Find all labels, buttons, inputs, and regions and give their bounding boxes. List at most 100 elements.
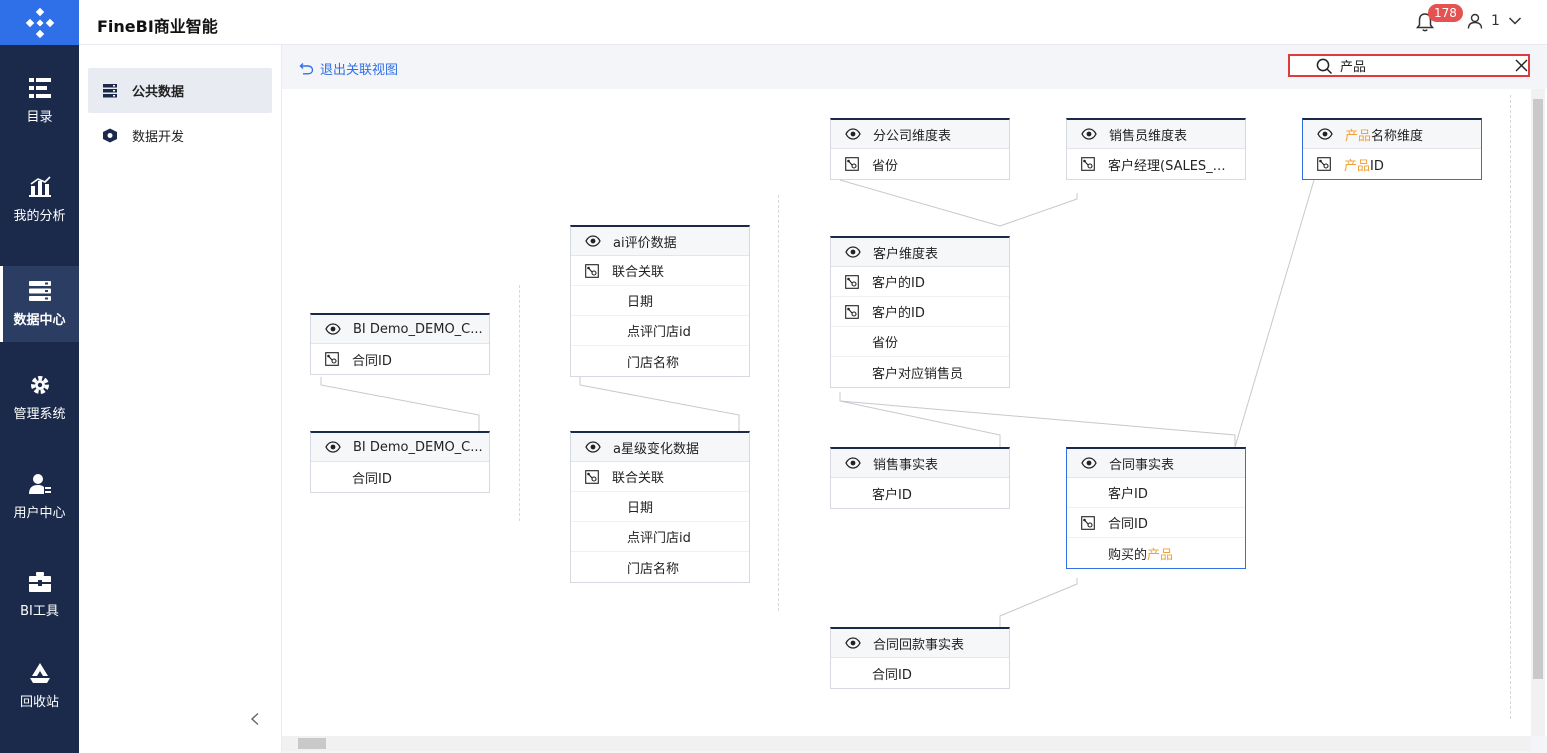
nav-item-admin-system[interactable]: 管理系统 <box>0 360 79 436</box>
search-box[interactable] <box>1288 54 1530 77</box>
eye-icon[interactable] <box>845 637 861 649</box>
clear-search-icon[interactable] <box>1515 59 1528 72</box>
table-field[interactable]: 日期 <box>571 492 749 522</box>
table-card[interactable]: BI Demo_DEMO_C... 合同ID <box>310 313 490 375</box>
relation-field-icon <box>845 157 859 171</box>
table-card[interactable]: 客户维度表 客户的ID 客户的ID 省份 客户对应销售员 <box>830 236 1010 388</box>
table-card[interactable]: a星级变化数据 联合关联 日期 点评门店id 门店名称 <box>570 431 750 583</box>
table-card[interactable]: 销售员维度表 客户经理(SALES_… <box>1066 118 1246 180</box>
field-name: 购买的产品 <box>1108 544 1173 563</box>
table-field[interactable]: 点评门店id <box>571 316 749 346</box>
table-field[interactable]: 购买的产品 <box>1067 538 1245 568</box>
table-field[interactable]: 合同ID <box>311 462 489 492</box>
eye-icon[interactable] <box>845 457 861 469</box>
nav-item-my-analysis[interactable]: 我的分析 <box>0 162 79 238</box>
table-card-header[interactable]: 销售员维度表 <box>1067 120 1245 149</box>
table-field[interactable]: 客户的ID <box>831 267 1009 297</box>
vertical-scrollbar-thumb[interactable] <box>1533 99 1543 679</box>
field-name: 客户ID <box>1108 487 1148 502</box>
table-field[interactable]: 省份 <box>831 327 1009 357</box>
relation-field-icon <box>1081 516 1095 530</box>
eye-icon[interactable] <box>845 246 861 258</box>
eye-icon[interactable] <box>325 441 341 453</box>
collapse-sidebar-icon[interactable] <box>249 712 261 726</box>
field-name: 省份 <box>872 336 899 351</box>
table-name: BI Demo_DEMO_C... <box>353 439 483 455</box>
search-hit-text: 产品 <box>1345 128 1372 144</box>
horizontal-scrollbar-thumb[interactable] <box>298 738 326 749</box>
table-card-header[interactable]: 分公司维度表 <box>831 120 1009 149</box>
table-card-header[interactable]: 客户维度表 <box>831 238 1009 267</box>
table-field[interactable]: 客户经理(SALES_… <box>1067 149 1245 179</box>
finebi-logo[interactable] <box>0 0 79 45</box>
table-card-header[interactable]: 合同回款事实表 <box>831 629 1009 658</box>
table-field[interactable]: 客户ID <box>831 478 1009 508</box>
user-center-icon <box>28 474 51 494</box>
table-field[interactable]: 联合关联 <box>571 462 749 492</box>
eye-icon[interactable] <box>845 128 861 140</box>
table-field[interactable]: 合同ID <box>831 658 1009 688</box>
horizontal-scrollbar[interactable] <box>282 736 1531 751</box>
link-branch-to-customer <box>839 179 1001 227</box>
table-card-search-match[interactable]: 合同事实表 客户ID 合同ID 购买的产品 <box>1066 447 1246 569</box>
public-data-icon <box>103 84 117 98</box>
table-field[interactable]: 点评门店id <box>571 522 749 552</box>
eye-icon[interactable] <box>585 235 601 247</box>
table-card[interactable]: ai评价数据 联合关联 日期 点评门店id 门店名称 <box>570 225 750 377</box>
vertical-scrollbar[interactable] <box>1531 89 1545 736</box>
field-name: 合同ID <box>1108 517 1148 532</box>
table-field[interactable]: 门店名称 <box>571 346 749 376</box>
table-card-header[interactable]: BI Demo_DEMO_C... <box>311 315 489 344</box>
table-card[interactable]: BI Demo_DEMO_C... 合同ID <box>310 431 490 493</box>
eye-icon[interactable] <box>325 323 341 335</box>
eye-icon[interactable] <box>1081 457 1097 469</box>
table-card-header[interactable]: 产品名称维度 <box>1303 120 1481 149</box>
nav-item-catalog[interactable]: 目录 <box>0 63 79 139</box>
table-card-search-match[interactable]: 产品名称维度 产品ID <box>1302 118 1482 180</box>
table-field[interactable]: 合同ID <box>1067 508 1245 538</box>
recycle-icon <box>29 663 50 683</box>
table-field[interactable]: 门店名称 <box>571 552 749 582</box>
table-card-header[interactable]: a星级变化数据 <box>571 433 749 462</box>
table-field[interactable]: 合同ID <box>311 344 489 374</box>
field-name: 联合关联 <box>612 265 665 280</box>
table-name: 销售事实表 <box>873 457 939 473</box>
table-card-header[interactable]: BI Demo_DEMO_C... <box>311 433 489 462</box>
search-input[interactable] <box>1340 57 1500 74</box>
field-name: 客户经理(SALES_… <box>1108 158 1226 174</box>
user-name: 1 <box>1491 13 1500 29</box>
user-menu[interactable]: 1 <box>1467 13 1522 29</box>
table-card-header[interactable]: 销售事实表 <box>831 449 1009 478</box>
nav-item-bi-tools[interactable]: BI工具 <box>0 557 79 633</box>
table-field[interactable]: 联合关联 <box>571 256 749 286</box>
table-field[interactable]: 省份 <box>831 149 1009 179</box>
table-field[interactable]: 日期 <box>571 286 749 316</box>
relation-field-icon <box>585 470 599 484</box>
nav-item-data-center[interactable]: 数据中心 <box>0 266 79 342</box>
table-card[interactable]: 销售事实表 客户ID <box>830 447 1010 509</box>
table-field[interactable]: 客户对应销售员 <box>831 357 1009 387</box>
left-navigation: 目录 我的分析 数据中心 管理系统 用户中心 BI <box>0 0 79 753</box>
subnav-item-data-development[interactable]: 数据开发 <box>88 113 272 158</box>
field-name: 客户的ID <box>872 276 925 291</box>
eye-icon[interactable] <box>585 441 601 453</box>
nav-item-recycle-bin[interactable]: 回收站 <box>0 648 79 724</box>
table-field[interactable]: 客户的ID <box>831 297 1009 327</box>
eye-icon[interactable] <box>1081 128 1097 140</box>
eye-icon[interactable] <box>1317 128 1333 140</box>
table-field[interactable]: 客户ID <box>1067 478 1245 508</box>
table-card-header[interactable]: ai评价数据 <box>571 227 749 256</box>
exit-relation-view-button[interactable]: 退出关联视图 <box>299 59 398 78</box>
analysis-icon <box>28 176 51 197</box>
relation-canvas[interactable]: 分公司维度表 省份 销售员维度表 客户经理(SALES_… 产品名称维度 <box>282 89 1547 736</box>
table-field[interactable]: 产品ID <box>1303 149 1481 179</box>
subnav-item-public-data[interactable]: 公共数据 <box>88 68 272 113</box>
table-card[interactable]: 合同回款事实表 合同ID <box>830 627 1010 689</box>
table-card[interactable]: 分公司维度表 省份 <box>830 118 1010 180</box>
link-customer-to-contract-fact <box>839 400 1236 447</box>
field-name: 产品ID <box>1344 155 1384 174</box>
table-card-header[interactable]: 合同事实表 <box>1067 449 1245 478</box>
table-name: BI Demo_DEMO_C... <box>353 321 483 337</box>
nav-item-user-center[interactable]: 用户中心 <box>0 459 79 535</box>
notification-badge: 178 <box>1428 4 1463 22</box>
